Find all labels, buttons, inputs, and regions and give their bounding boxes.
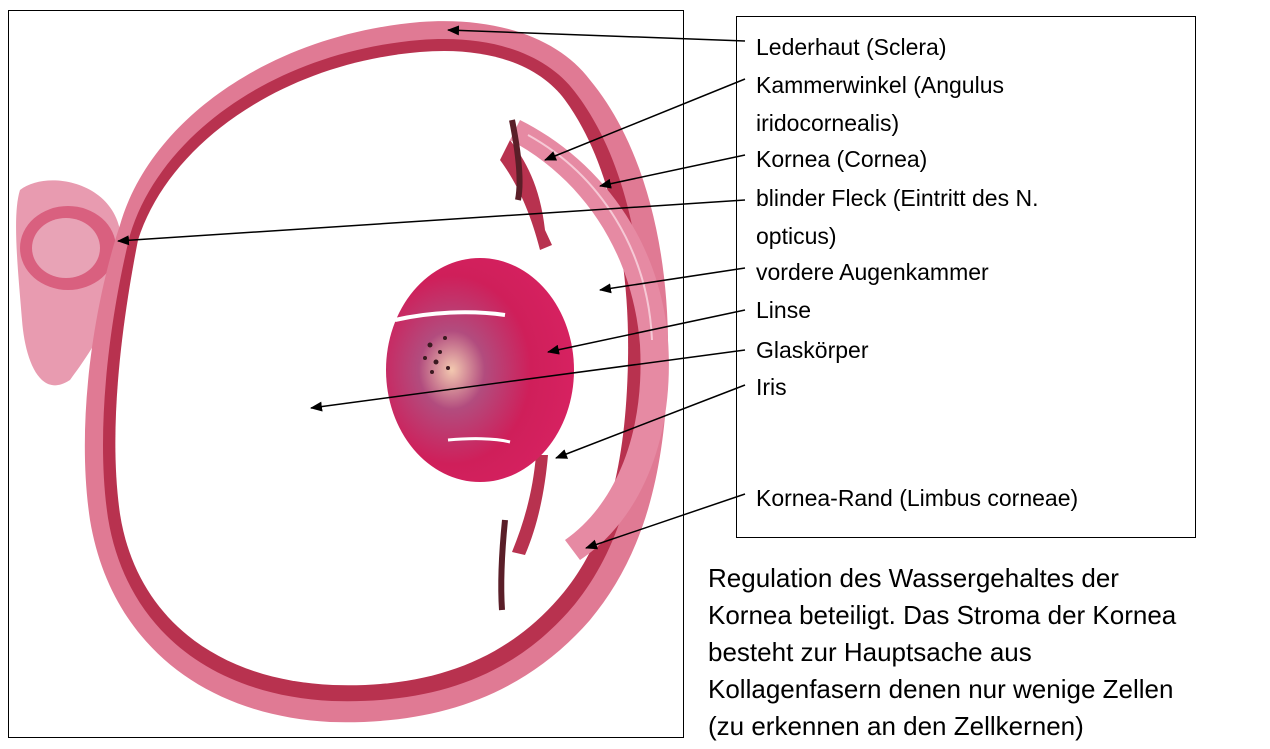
caption-line: Kollagenfasern denen nur wenige Zellen [708, 671, 1270, 708]
label-limbus: Kornea-Rand (Limbus corneae) [756, 484, 1078, 512]
caption-line: (zu erkennen an den Zellkernen) [708, 708, 1270, 745]
caption-line: besteht zur Hauptsache aus [708, 634, 1270, 671]
label-blind-spot-line2: opticus) [756, 222, 837, 250]
label-iris: Iris [756, 373, 787, 401]
label-lens: Linse [756, 296, 811, 324]
caption-text: Regulation des Wassergehaltes der Kornea… [708, 560, 1270, 745]
label-angle-line1: Kammerwinkel (Angulus [756, 71, 1004, 99]
label-sclera: Lederhaut (Sclera) [756, 33, 947, 61]
caption-line: Kornea beteiligt. Das Stroma der Kornea [708, 597, 1270, 634]
label-angle-line2: iridocornealis) [756, 109, 899, 137]
label-anterior-chamber: vordere Augenkammer [756, 258, 989, 286]
label-blind-spot-line1: blinder Fleck (Eintritt des N. [756, 184, 1038, 212]
caption-line: Regulation des Wassergehaltes der [708, 560, 1270, 597]
label-cornea: Kornea (Cornea) [756, 145, 927, 173]
label-vitreous: Glaskörper [756, 336, 868, 364]
